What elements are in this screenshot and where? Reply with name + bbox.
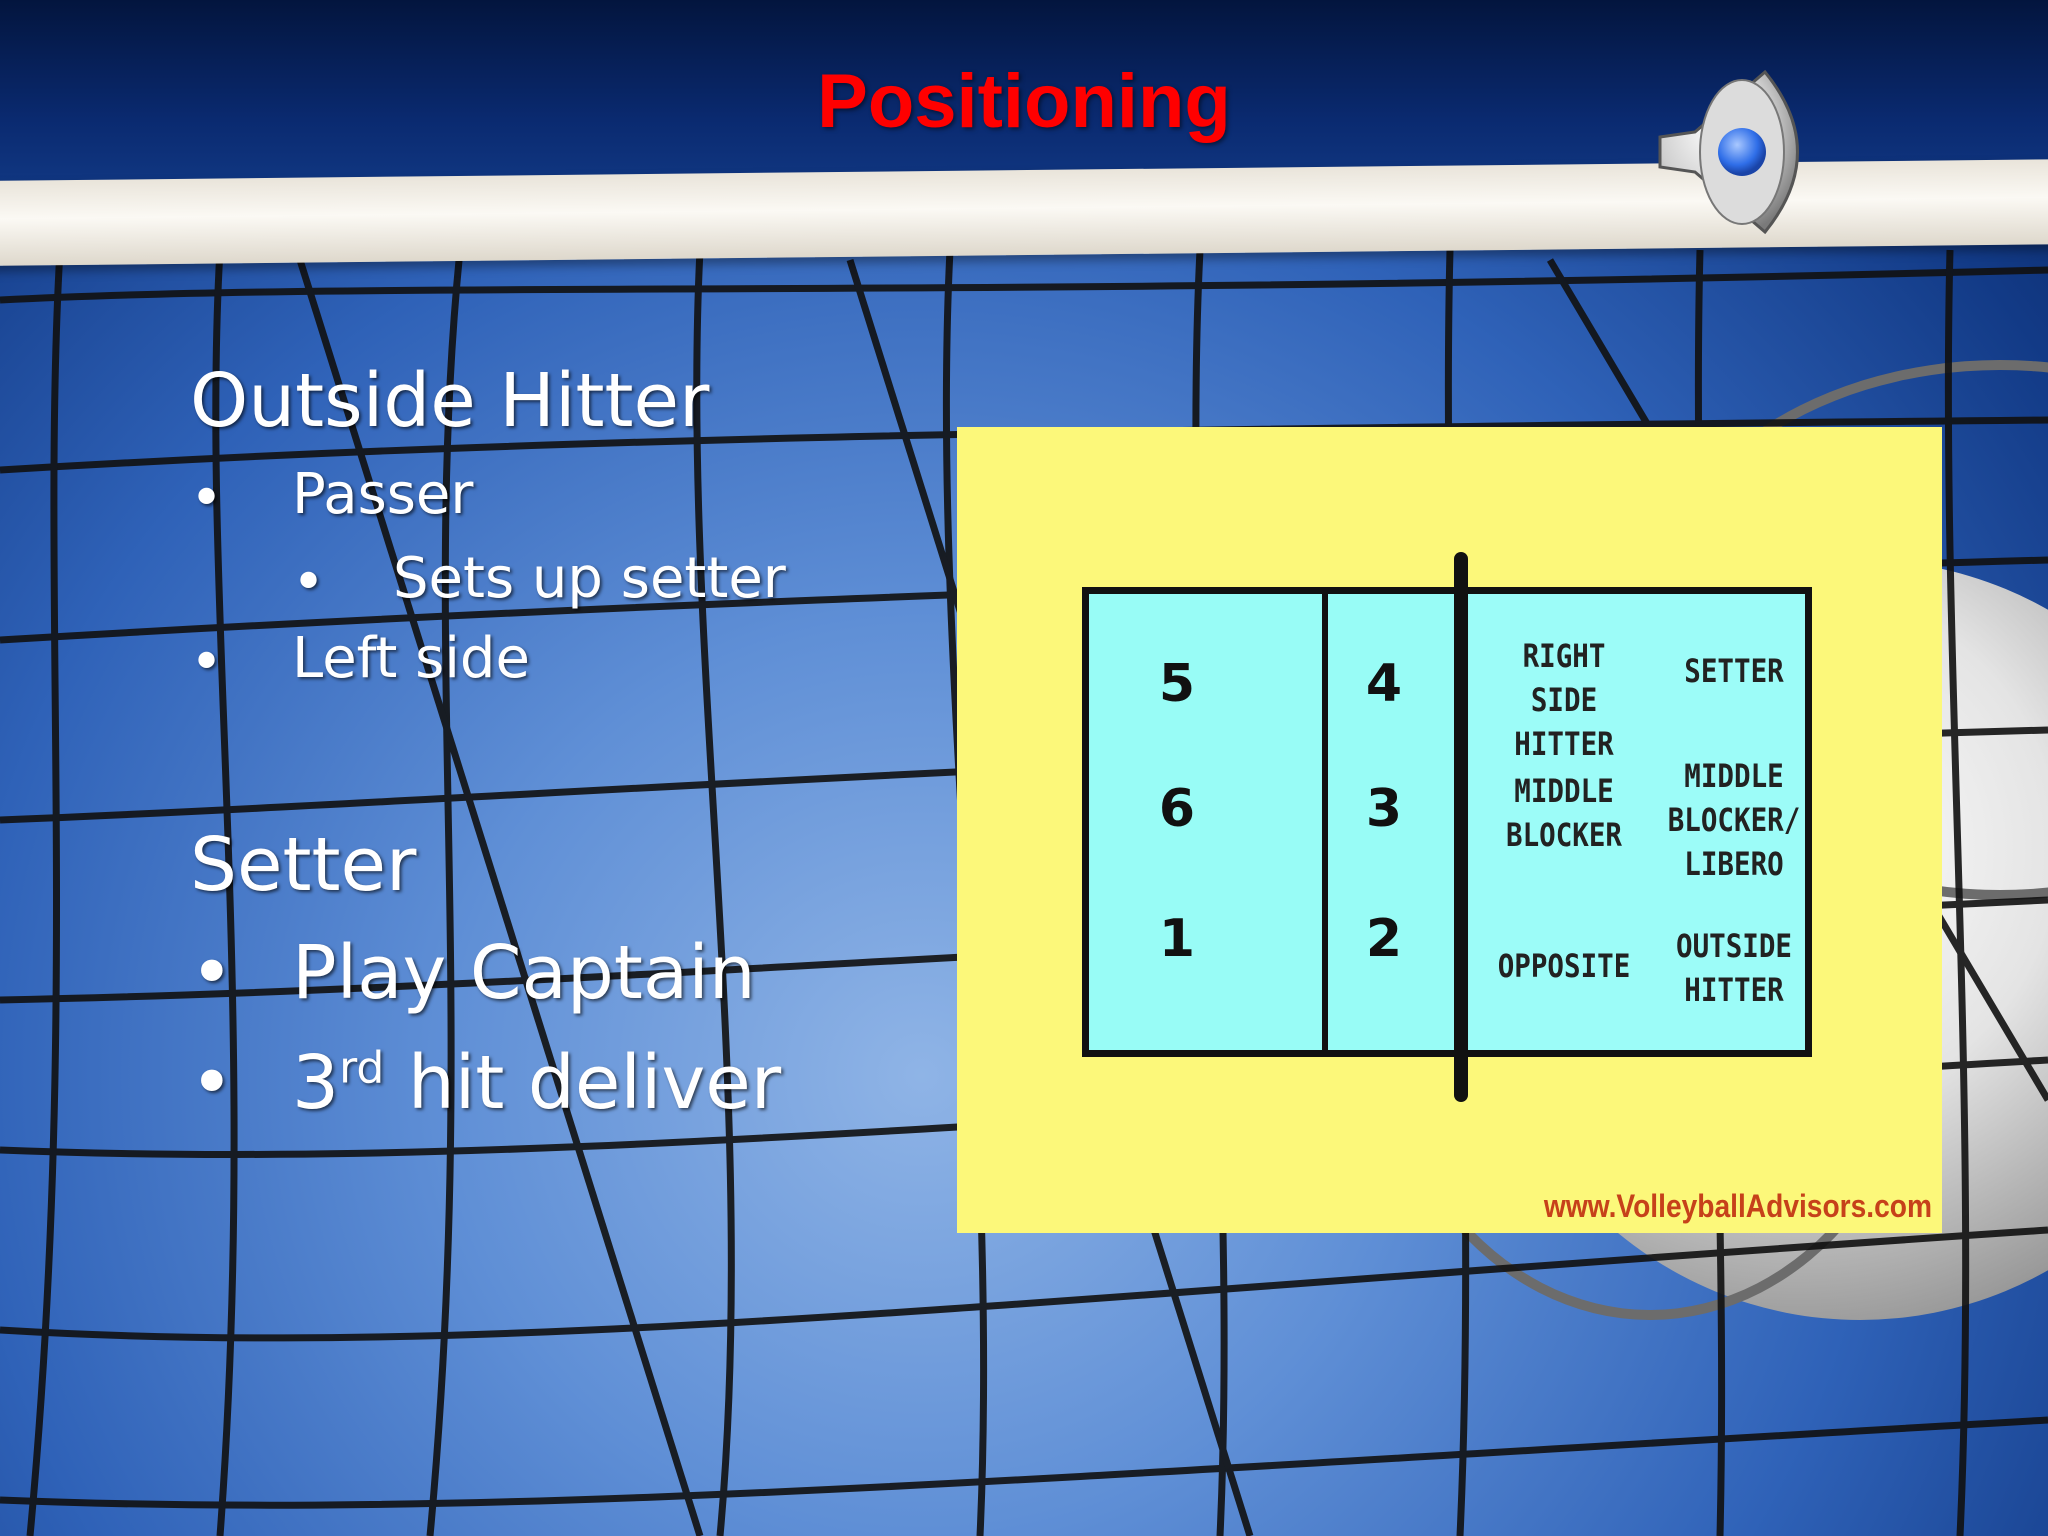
bullet-passer: Passer xyxy=(292,462,474,527)
label-outside-hitter: OUTSIDE HITTER xyxy=(1676,927,1792,1009)
label-right-side-hitter: RIGHT SIDE HITTER xyxy=(1514,637,1614,763)
heading-setter: Setter xyxy=(190,822,417,908)
bullet-dot: • xyxy=(190,466,224,531)
bullet-dot: • xyxy=(190,630,224,695)
label-middle-blocker-libero: MIDDLE BLOCKER/ LIBERO xyxy=(1667,757,1801,883)
net-line xyxy=(1454,552,1468,1102)
zone-number: 6 xyxy=(1158,779,1196,839)
label-opposite: OPPOSITE xyxy=(1497,947,1631,985)
slide-title: Positioning xyxy=(817,59,1231,144)
bullet-3rd-hit-deliver: 3rd hit deliver xyxy=(292,1040,782,1126)
label-setter: SETTER xyxy=(1684,652,1784,690)
heading-outside-hitter: Outside Hitter xyxy=(190,358,710,444)
attack-line xyxy=(1322,594,1328,1050)
bullet-dot: • xyxy=(292,550,326,615)
credit-text: www.VolleyballAdvisors.com xyxy=(1543,1188,1932,1224)
zone-number: 5 xyxy=(1158,654,1196,714)
bullet-dot: • xyxy=(190,930,234,1016)
zone-number: 2 xyxy=(1365,909,1403,969)
zone-number: 3 xyxy=(1365,779,1403,839)
court: 5 6 1 4 3 2 RIGHT SIDE HITTER SETTER MID… xyxy=(1082,587,1812,1057)
court-opponent-side xyxy=(1469,594,1805,1050)
zone-number: 1 xyxy=(1158,909,1196,969)
court-diagram: 5 6 1 4 3 2 RIGHT SIDE HITTER SETTER MID… xyxy=(957,427,1942,1233)
zone-number: 4 xyxy=(1365,654,1403,714)
bullet-left-side: Left side xyxy=(292,626,530,691)
bullet-play-captain: Play Captain xyxy=(292,930,756,1016)
label-middle-blocker: MIDDLE BLOCKER xyxy=(1506,772,1622,854)
bullet-dot: • xyxy=(190,1040,234,1126)
speaker-icon[interactable] xyxy=(1650,62,1830,242)
bullet-sets-up-setter: Sets up setter xyxy=(393,546,786,611)
